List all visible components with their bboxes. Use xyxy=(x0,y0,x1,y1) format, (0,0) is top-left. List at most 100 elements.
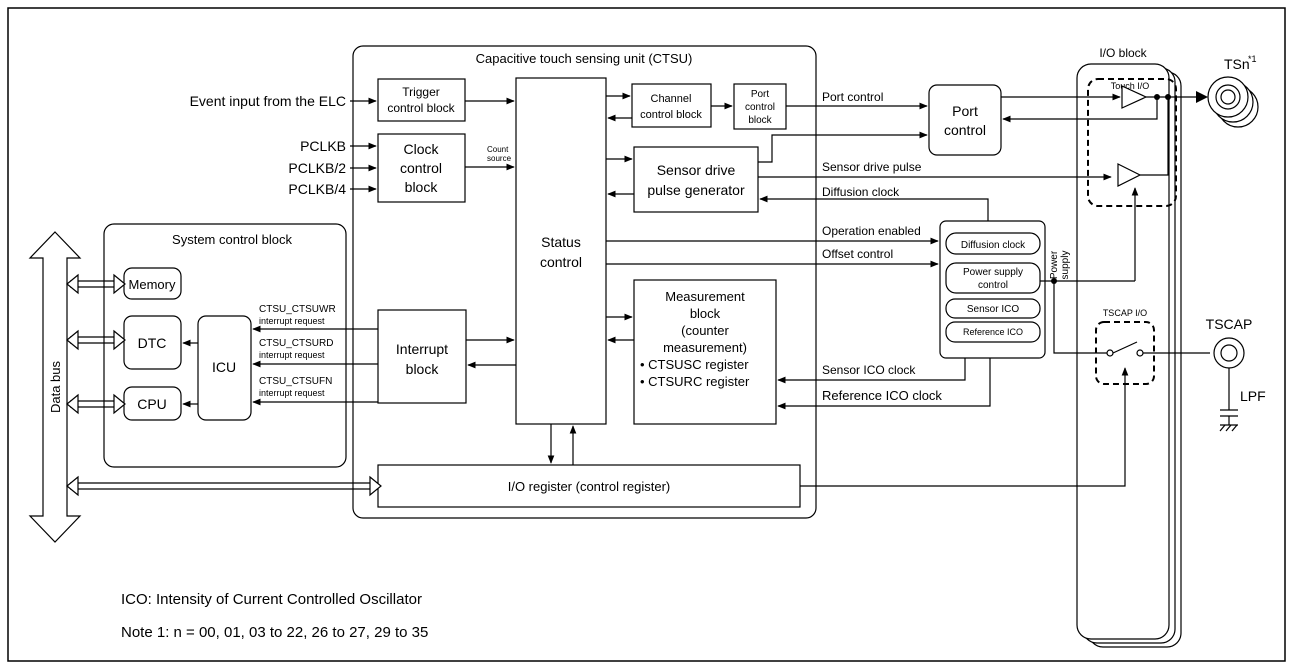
lpf-label: LPF xyxy=(1240,388,1266,404)
offset-control-label: Offset control xyxy=(822,247,893,261)
measurement-block xyxy=(633,279,777,425)
switch-contact-left xyxy=(1106,349,1114,357)
diffusion-clock-line xyxy=(759,195,989,221)
interrupt-block xyxy=(377,309,467,404)
switch-contact-right xyxy=(1136,349,1144,357)
status-control-block xyxy=(515,77,607,425)
tscap-label: TSCAP xyxy=(1206,316,1253,332)
port-control-label-2: control xyxy=(944,122,986,138)
touch-to-port-return-arrow xyxy=(1002,97,1158,123)
channel-label-1: Channel xyxy=(651,93,692,105)
note-1: Note 1: n = 00, 01, 03 to 22, 26 to 27, … xyxy=(121,624,428,641)
dtc-label: DTC xyxy=(138,335,167,351)
measurement-label-5: • CTSUSC register xyxy=(640,357,749,372)
count-source-label-1: Count xyxy=(487,145,509,154)
pclkb4-label: PCLKB/4 xyxy=(288,181,346,197)
io-register-label: I/O register (control register) xyxy=(508,479,671,494)
port-small-label-3: block xyxy=(748,115,772,126)
power-supply-control-block xyxy=(945,262,1041,294)
reference-ico-label: Reference ICO xyxy=(963,327,1023,337)
clock-label-1: Clock xyxy=(403,141,439,157)
sensor-ico-block xyxy=(945,298,1041,319)
port-control-block-small xyxy=(733,83,787,130)
event-input-label: Event input from the ELC xyxy=(190,93,346,109)
outer-frame xyxy=(7,7,1286,662)
lpf-capacitor xyxy=(1219,368,1238,432)
tsn-pin xyxy=(1207,76,1259,128)
reference-ico-block xyxy=(945,321,1041,343)
interrupt-label-1: Interrupt xyxy=(396,341,448,357)
icu-block xyxy=(197,315,252,421)
bus-connector-cpu xyxy=(66,393,126,415)
clock-label-2: control xyxy=(400,160,442,176)
memory-label: Memory xyxy=(129,277,176,292)
port-small-label-2: control xyxy=(745,102,775,113)
io-register-block xyxy=(377,464,801,508)
measurement-label-3: (counter xyxy=(681,323,729,338)
irq-fn-label-2: interrupt request xyxy=(259,388,325,398)
diffusion-clock-label: Diffusion clock xyxy=(961,240,1026,251)
port-small-label-1: Port xyxy=(751,89,770,100)
power-supply-label-a: Power xyxy=(1049,250,1060,279)
power-supply-label-1: Power supply xyxy=(963,267,1023,278)
reference-ico-clock-line xyxy=(777,358,991,410)
port-control-signal-label: Port control xyxy=(822,90,883,104)
sensor-ico-label: Sensor ICO xyxy=(967,304,1019,315)
io-block-border xyxy=(1076,63,1170,640)
measurement-label-1: Measurement xyxy=(665,289,745,304)
tscap-io-label: TSCAP I/O xyxy=(1103,308,1147,318)
irq-rd-label-2: interrupt request xyxy=(259,350,325,360)
touch-io-box xyxy=(1087,78,1177,207)
sensor-drive-buffer xyxy=(1117,163,1142,187)
measurement-label-2: block xyxy=(690,306,721,321)
reference-ico-clock-label: Reference ICO clock xyxy=(822,388,942,403)
io-block-title: I/O block xyxy=(1099,46,1147,60)
irq-wr-label-1: CTSU_CTSUWR xyxy=(259,304,336,315)
port-control-label-1: Port xyxy=(952,103,978,119)
pclkb2-label: PCLKB/2 xyxy=(288,160,346,176)
diffusion-clock-block xyxy=(945,232,1041,255)
irq-fn-label-1: CTSU_CTSUFN xyxy=(259,376,332,387)
power-supply-label-2: control xyxy=(978,280,1008,291)
sensor-drive-pulse-label: Sensor drive pulse xyxy=(822,160,922,174)
operation-enabled-label: Operation enabled xyxy=(822,224,921,238)
tsn-arrowhead xyxy=(1196,91,1208,103)
ico-note: ICO: Intensity of Current Controlled Osc… xyxy=(121,591,422,608)
measurement-label-6: • CTSURC register xyxy=(640,374,750,389)
data-bus-label: Data bus xyxy=(48,360,63,413)
touch-io-label: Touch I/O xyxy=(1111,81,1150,91)
tsn-note-mark: *1 xyxy=(1248,54,1257,64)
sensor-ico-clock-line xyxy=(777,358,966,384)
count-source-label-2: source xyxy=(487,154,512,163)
bus-connector-dtc xyxy=(66,329,126,351)
io-register-to-switch-arrow xyxy=(800,367,1129,487)
clock-control-block xyxy=(377,133,466,203)
interrupt-label-2: block xyxy=(406,361,440,377)
system-control-title: System control block xyxy=(172,232,292,247)
irq-wr-label-2: interrupt request xyxy=(259,316,325,326)
cpu-label: CPU xyxy=(137,396,167,412)
icu-label: ICU xyxy=(212,359,236,375)
status-label-2: control xyxy=(540,254,582,270)
trigger-label-2: control block xyxy=(387,101,455,115)
clock-label-3: block xyxy=(405,179,439,195)
sensor-drive-label-1: Sensor drive xyxy=(657,162,736,178)
sensor-drive-to-port-line xyxy=(758,131,928,163)
irq-rd-label-1: CTSU_CTSURD xyxy=(259,338,333,349)
junction-dot-1 xyxy=(1154,94,1160,100)
status-label-1: Status xyxy=(541,234,581,250)
pclkb-label: PCLKB xyxy=(300,138,346,154)
tscap-pin xyxy=(1213,337,1245,369)
sensor-drive-buffer-out-line xyxy=(1140,97,1169,176)
diffusion-clock-signal-label: Diffusion clock xyxy=(822,185,900,199)
channel-control-block xyxy=(631,83,712,128)
power-to-tscap-line xyxy=(1053,281,1107,354)
power-supply-label-b: supply xyxy=(1060,251,1071,280)
sensor-drive-label-2: pulse generator xyxy=(647,182,745,198)
dtc-block xyxy=(123,315,182,370)
tsn-label: TSn xyxy=(1224,56,1250,72)
bus-connector-memory xyxy=(66,273,126,295)
channel-label-2: control block xyxy=(640,109,702,121)
sensor-ico-clock-label: Sensor ICO clock xyxy=(822,363,916,377)
